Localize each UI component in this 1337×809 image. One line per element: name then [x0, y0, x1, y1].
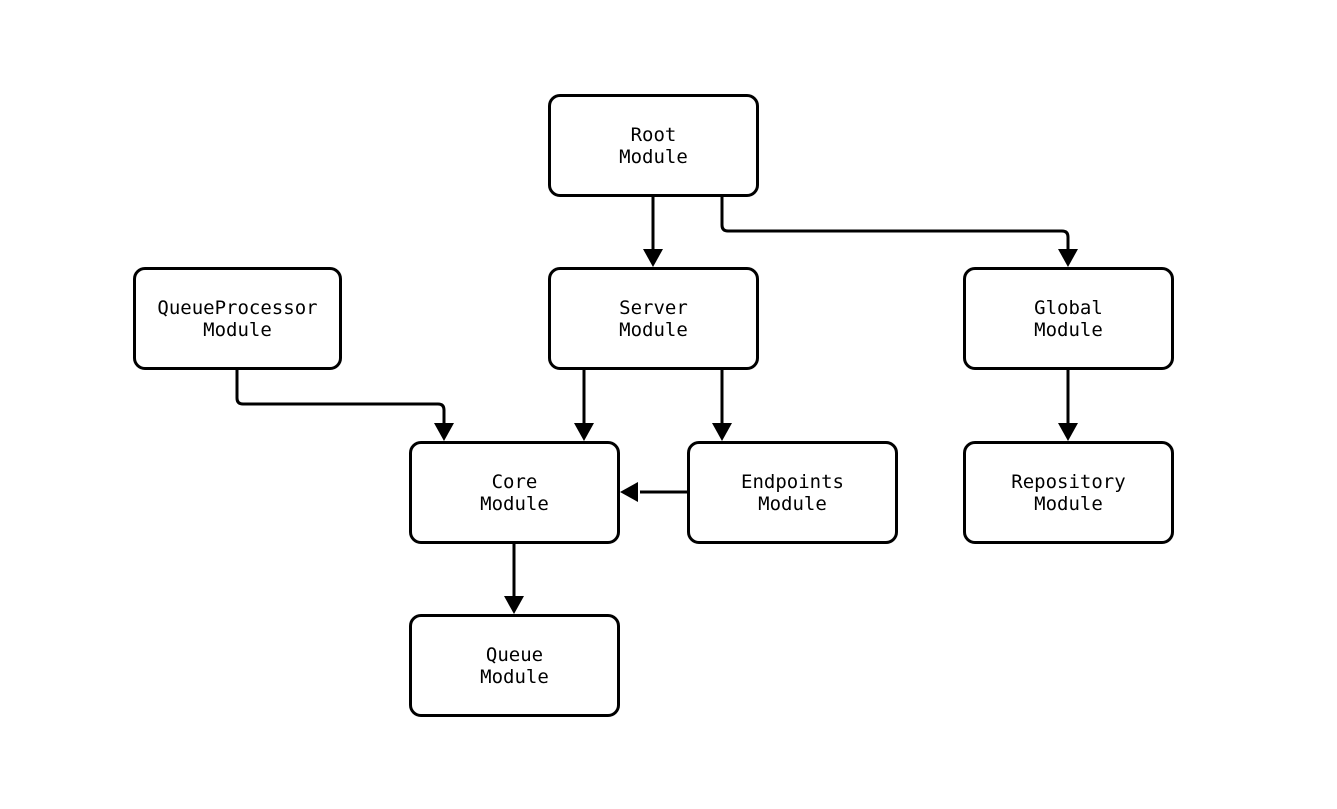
node-label-primary: Server	[619, 296, 688, 319]
node-label-secondary: Module	[1034, 318, 1103, 341]
node-label-secondary: Module	[480, 492, 549, 515]
node-label-secondary: Module	[758, 492, 827, 515]
node-label-primary: Repository	[1011, 470, 1126, 493]
arrowhead	[434, 423, 454, 441]
node-label-secondary: Module	[619, 318, 688, 341]
arrowhead	[620, 482, 638, 502]
node-label-primary: Core	[491, 470, 538, 493]
edge-endpoints-to-core	[620, 482, 687, 502]
node-label-primary: Queue	[485, 643, 544, 666]
arrowhead	[712, 423, 732, 441]
node-label-secondary: Module	[619, 145, 688, 168]
node-label-primary: Global	[1034, 296, 1103, 319]
node-label-primary: Root	[630, 123, 677, 146]
edge-core-to-queue	[504, 544, 524, 614]
arrowhead	[1058, 423, 1078, 441]
node-label-primary: QueueProcessor	[157, 296, 318, 319]
edge-root-to-server	[643, 197, 663, 267]
edge-global-to-repository	[1058, 370, 1078, 441]
edge-server-to-endpoints	[712, 370, 732, 441]
arrowhead	[504, 596, 524, 614]
edge-server-to-core	[574, 370, 594, 441]
arrowhead	[643, 249, 663, 267]
arrowhead	[1058, 249, 1078, 267]
node-label-secondary: Module	[203, 318, 272, 341]
node-label-secondary: Module	[480, 665, 549, 688]
edge-queueprocessor-to-core	[235, 370, 454, 441]
node-label-secondary: Module	[1034, 492, 1103, 515]
edge-root-to-global	[720, 197, 1078, 267]
node-label-primary: Endpoints	[741, 470, 844, 493]
arrowhead	[574, 423, 594, 441]
